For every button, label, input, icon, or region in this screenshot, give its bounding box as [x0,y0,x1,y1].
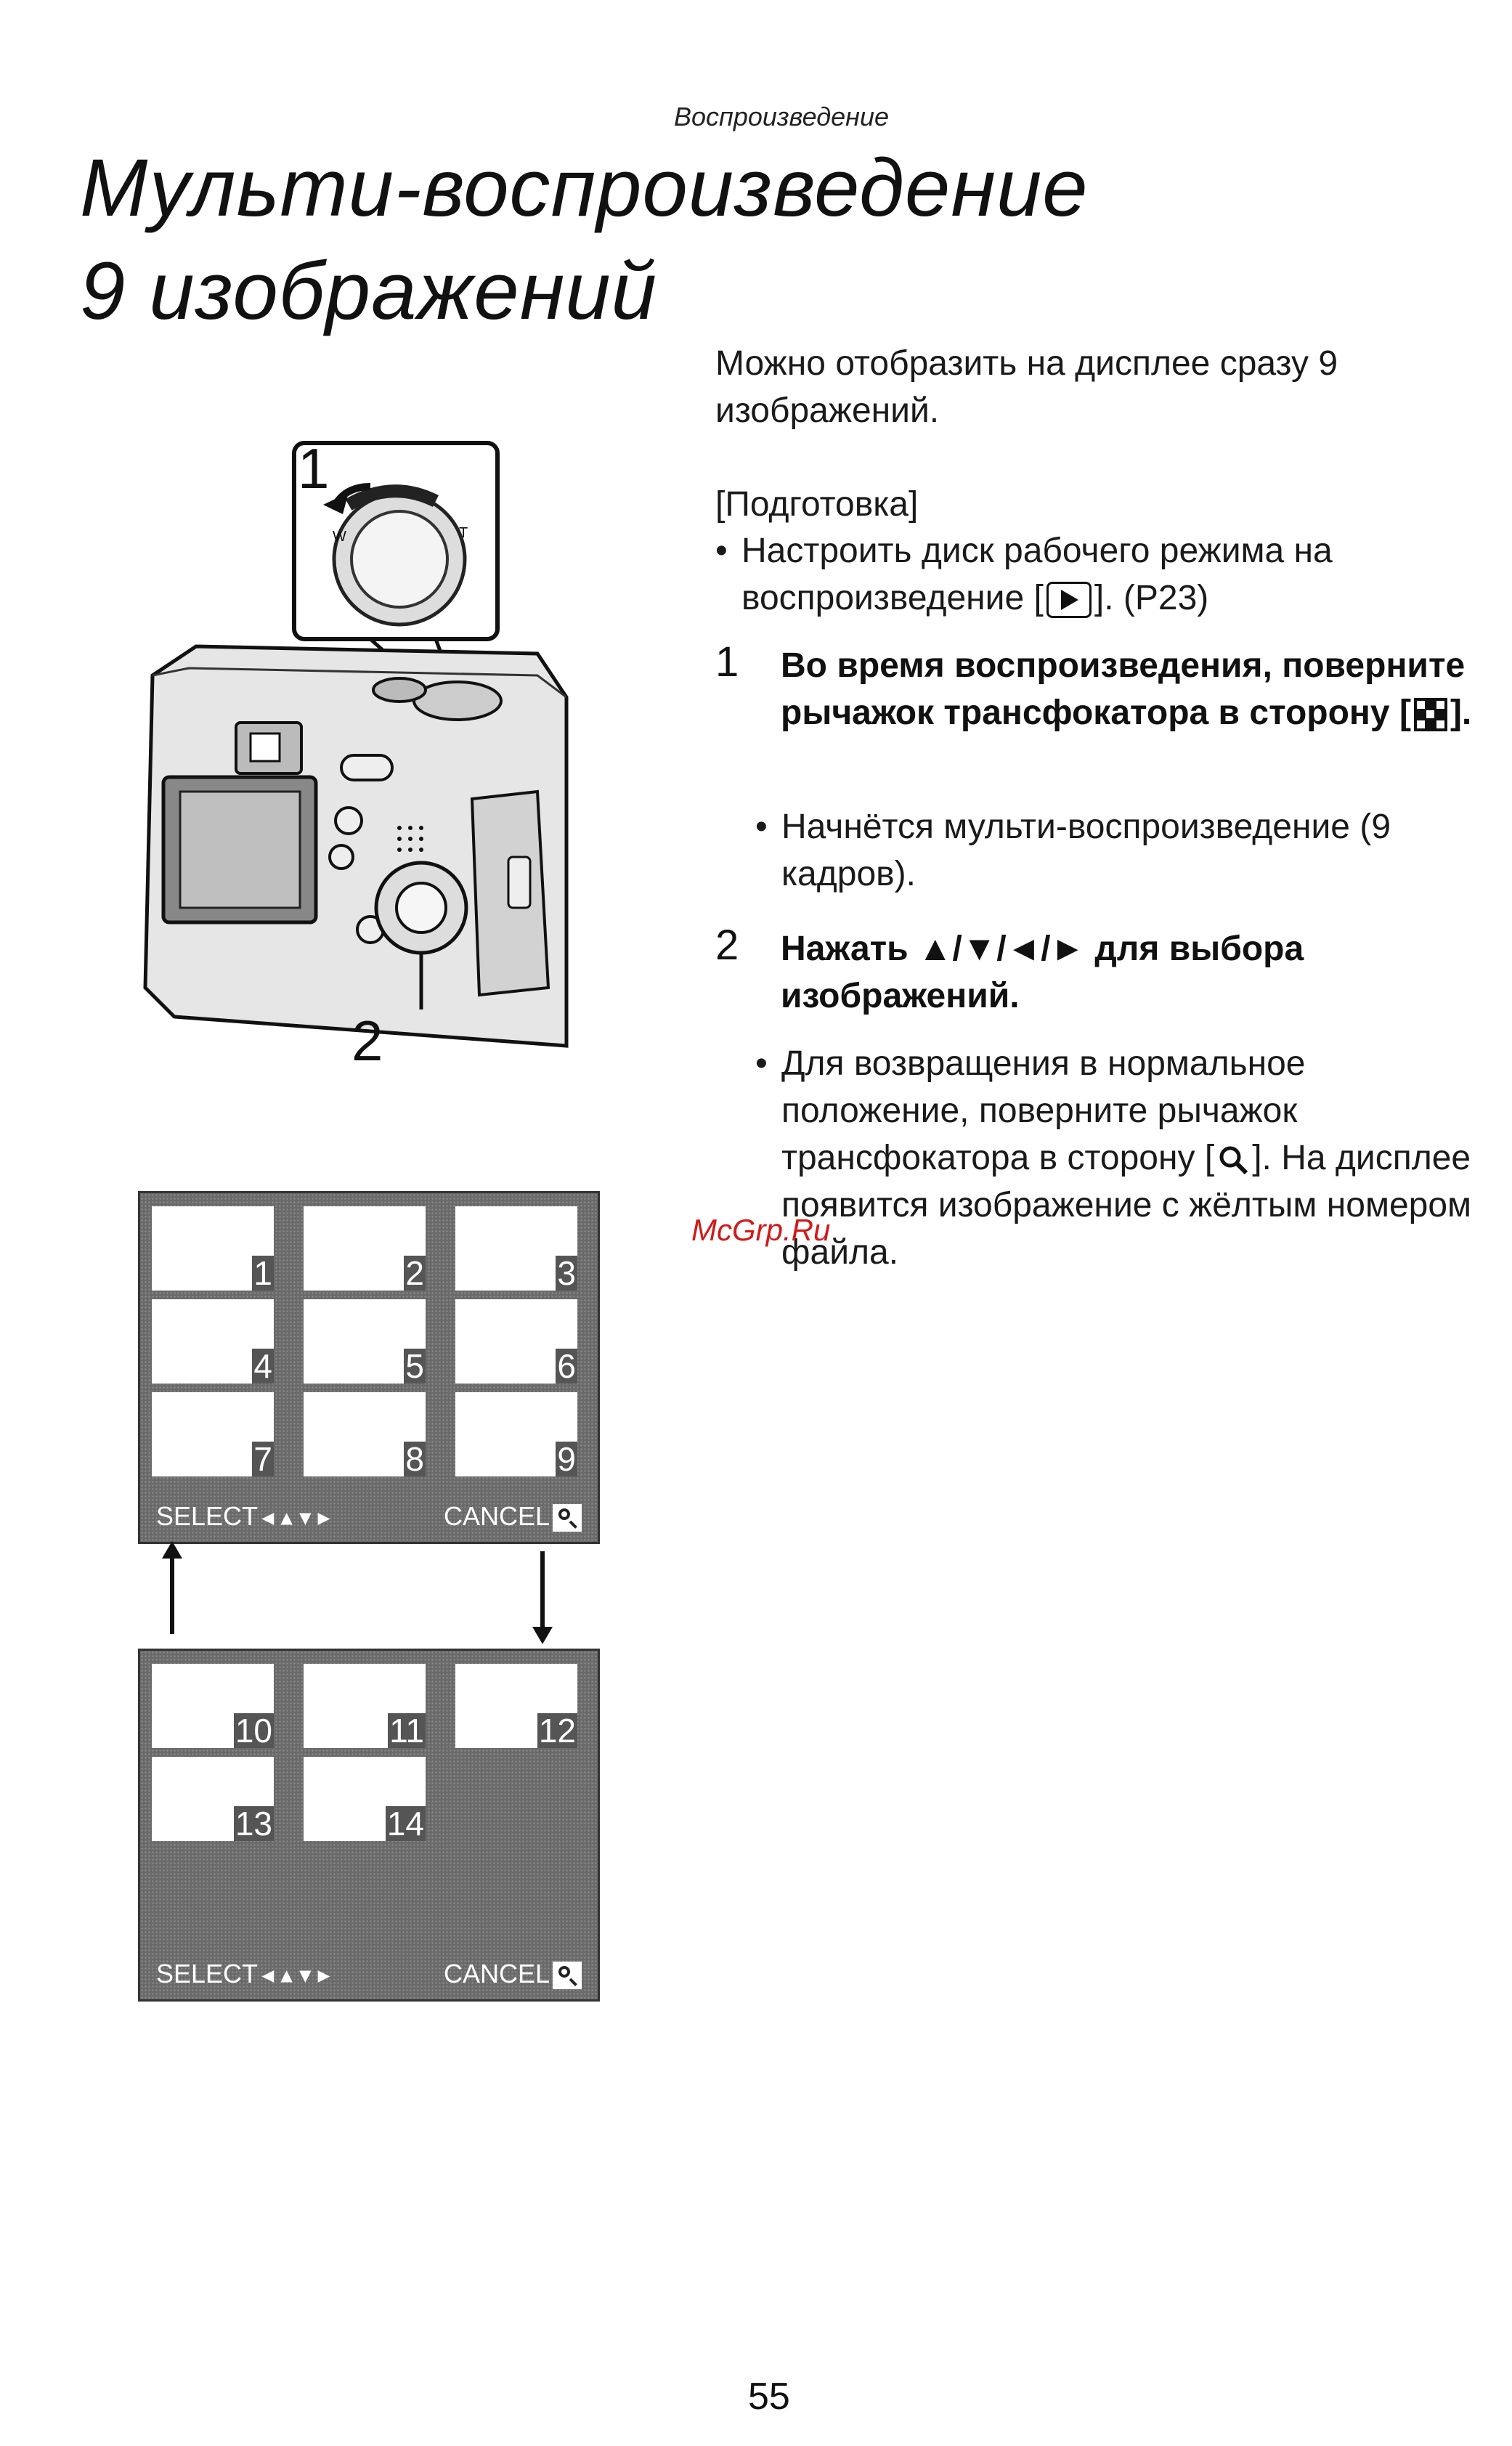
screen-footer: SELECT◄▲▼► CANCEL [156,1956,582,1992]
bullet-dot: • [755,808,768,846]
up-arrow-icon [162,1541,182,1634]
thumbnail: 1 [152,1206,274,1291]
cancel-hint: CANCEL [444,1501,582,1532]
step-2-bullet-text: Для возвращения в нормальное положение, … [781,1040,1481,1276]
thumbnail: 4 [152,1299,274,1384]
section-header: Воспроизведение [673,102,890,131]
multi-playback-screen-1: 1 2 3 4 5 6 7 8 9 SELECT◄▲▼► CANCEL [138,1191,600,1544]
dial-w-label: W [333,529,346,545]
select-hint: SELECT◄▲▼► [156,1501,334,1532]
step-1-title-before: Во время воспроизведения, поверните рыча… [781,646,1466,732]
thumbnail-number: 14 [385,1805,426,1842]
step-2-title: Нажать ▲/▼/◄/► для выбора изображений. [781,930,1304,1015]
illustration-label-1: 1 [298,436,330,500]
select-label: SELECT [156,1501,259,1531]
down-arrow-icon [532,1551,553,1644]
thumbnail: 6 [455,1299,577,1384]
select-label: SELECT [156,1959,259,1988]
step-1-title: Во время воспроизведения, поверните рыча… [781,642,1492,736]
thumbnail-number: 9 [556,1440,577,1478]
screen-footer: SELECT◄▲▼► CANCEL [156,1498,582,1535]
step-2-bullet: • Для возвращения в нормальное положение… [755,1040,1481,1276]
magnifier-icon [1219,1146,1248,1175]
thumbnail-number: 8 [404,1440,426,1478]
step-2-number: 2 [715,922,739,969]
dial-t-label: T [459,525,468,541]
thumbnail: 14 [304,1757,426,1841]
watermark: McGrp.Ru [691,1213,831,1247]
step-2-bullet-after: ]. На дисплее появится изображение с жёл… [781,1139,1472,1272]
thumbnail: 11 [304,1664,426,1748]
bullet-dot: • [755,1044,768,1083]
thumbnail-number: 7 [252,1440,274,1478]
thumbnail-number: 11 [388,1712,426,1750]
multi-playback-icon [1413,698,1447,732]
step-2-bullet-before: Для возвращения в нормальное положение, … [781,1044,1306,1177]
page-number: 55 [748,2376,790,2418]
thumbnail-number: 5 [404,1347,426,1385]
step-1-number: 1 [715,638,739,686]
step-1-title-after: ]. [1450,694,1472,732]
thumbnail: 7 [152,1392,274,1476]
select-hint: SELECT◄▲▼► [156,1959,334,1989]
play-icon [1046,582,1092,619]
magnifier-icon [553,1962,582,1990]
cancel-label: CANCEL [443,1959,550,1988]
preparation-bullet-before: Настроить диск рабочего режима на воспро… [741,532,1333,617]
multi-playback-screen-2: 10 11 12 13 14 SELECT◄▲▼► CANCEL [138,1649,600,2002]
cancel-hint: CANCEL [443,1959,582,1990]
cancel-label: CANCEL [443,1501,550,1531]
thumbnail-number: 2 [404,1254,426,1292]
page-title-line-1: Мульти-воспроизведение [80,142,1089,233]
preparation-bullet-after: ]. (P23) [1094,579,1209,617]
step-1-bullet: • Начнётся мульти-воспроизведение (9 кад… [755,803,1481,898]
arrows-icon: ◄▲▼► [258,1506,334,1529]
bullet-dot: • [715,532,728,570]
thumbnail-number: 4 [252,1347,274,1385]
magnifier-icon [553,1504,582,1532]
thumbnail: 12 [455,1664,577,1748]
preparation-heading: [Подготовка] [715,485,919,524]
camera-illustration: W T [143,441,569,1048]
thumbnail: 3 [455,1206,577,1291]
thumbnail-number: 13 [233,1805,274,1842]
thumbnail: 10 [152,1664,274,1748]
page-title-line-2: 9 изображений [80,245,657,336]
step-1-bullet-text: Начнётся мульти-воспроизведение (9 кадро… [781,808,1391,893]
thumbnail: 13 [152,1757,274,1841]
thumbnail-number: 3 [556,1254,577,1292]
illustration-label-2: 2 [351,1009,383,1073]
thumbnail-number: 10 [233,1712,274,1750]
thumbnail-number: 1 [252,1254,274,1292]
arrows-icon: ◄▲▼► [258,1964,334,1987]
thumbnail-number: 12 [537,1712,577,1750]
intro-text: Можно отобразить на дисплее сразу 9 изоб… [715,344,1338,430]
thumbnail: 8 [304,1392,426,1476]
thumbnail: 9 [455,1392,577,1476]
thumbnail: 5 [304,1299,426,1384]
preparation-bullet: • Настроить диск рабочего режима на восп… [715,527,1485,622]
thumbnail-number: 6 [556,1347,577,1385]
preparation-bullet-text: Настроить диск рабочего режима на воспро… [741,527,1485,622]
thumbnail: 2 [304,1206,426,1291]
page-title: Мульти-воспроизведение 9 изображений [80,137,1089,343]
